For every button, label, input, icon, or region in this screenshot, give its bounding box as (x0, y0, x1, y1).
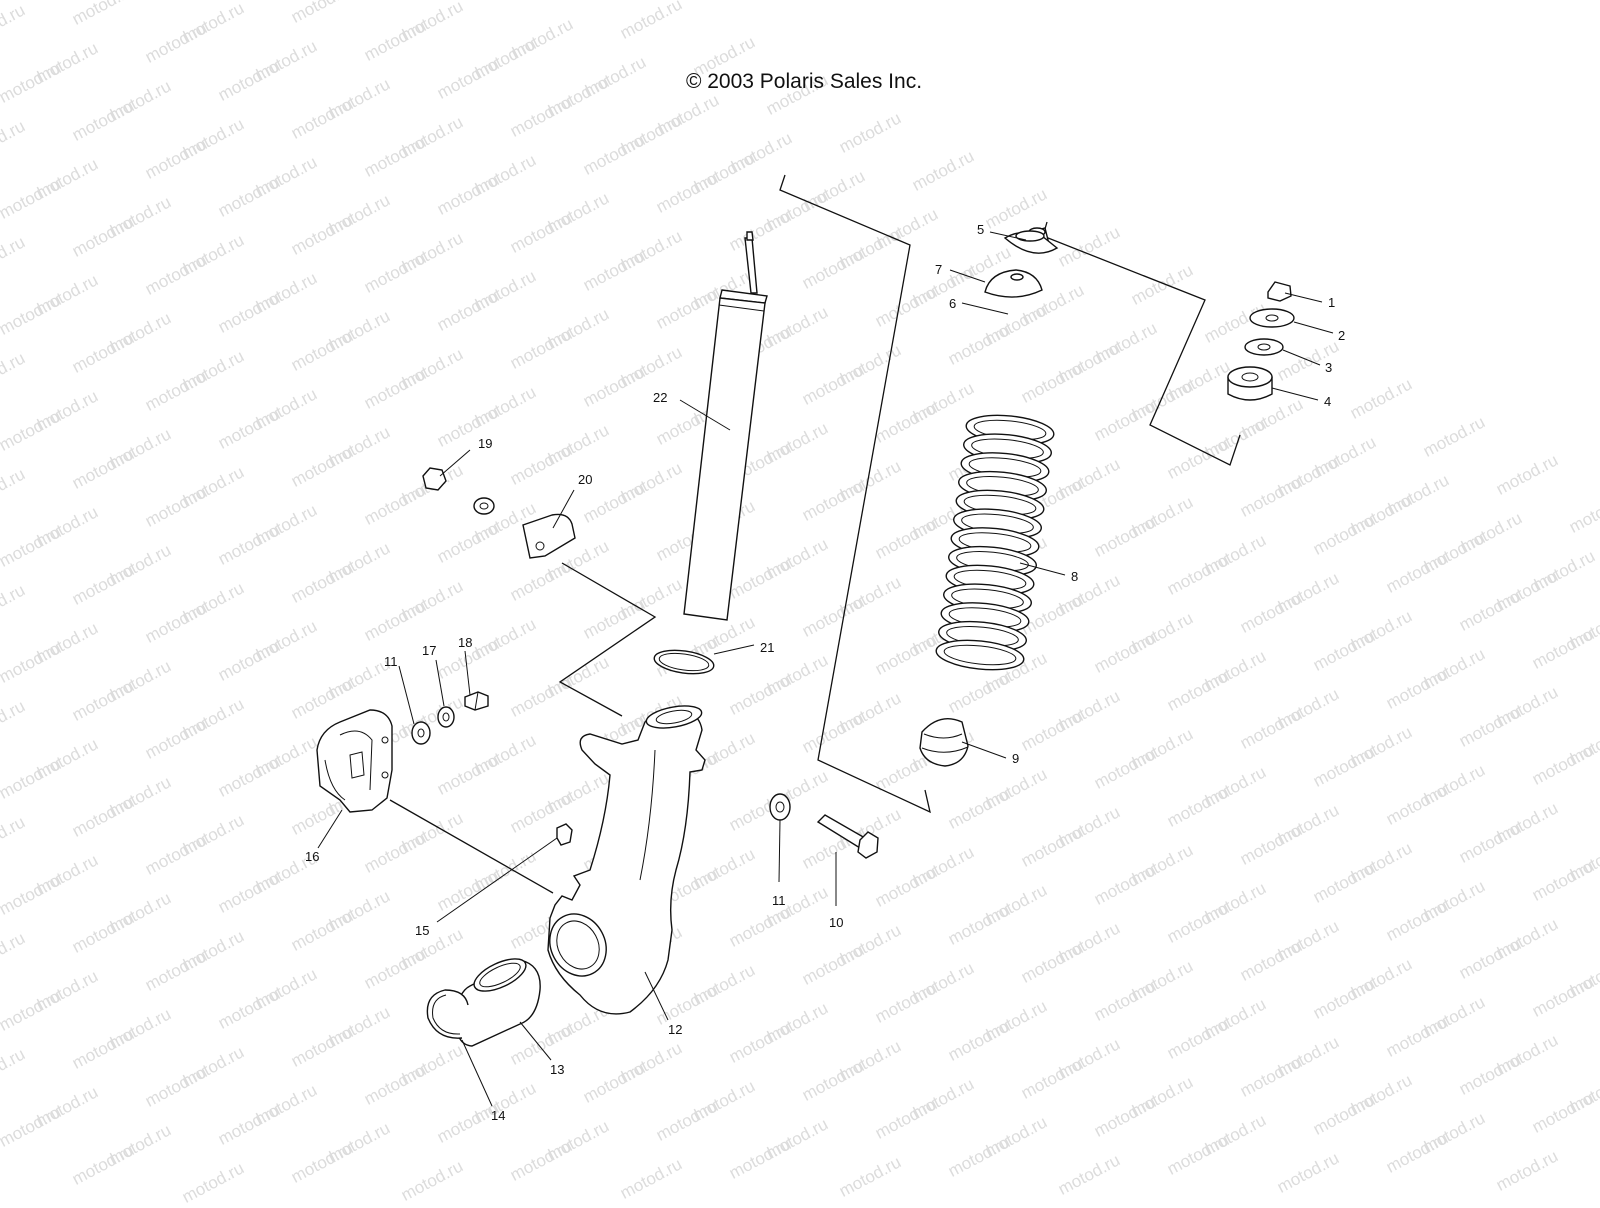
leader-lines (317, 231, 1334, 1107)
part-rubber-bushing (1227, 366, 1273, 401)
part-washer-large (1249, 308, 1295, 328)
part-clamp-bracket (522, 513, 576, 559)
spring-coil (935, 639, 1025, 671)
callout-9: 9 (1012, 751, 1019, 766)
part-washer-lower (769, 793, 791, 821)
callout-18: 18 (458, 635, 472, 650)
part-grease-fitting (556, 823, 573, 846)
callout-5: 5 (977, 222, 984, 237)
part-caliper-bolt (464, 691, 489, 711)
part-upper-cup (1003, 230, 1059, 254)
part-washer-small (1244, 338, 1284, 356)
callout-2: 2 (1338, 328, 1345, 343)
callout-labels: 1 2 3 4 5 6 7 8 9 10 11 11 12 13 14 15 1… (305, 222, 1345, 1123)
part-lower-cup (984, 269, 1043, 298)
part-shock-absorber (683, 231, 768, 621)
callout-15: 15 (415, 923, 429, 938)
part-lock-washer (437, 706, 455, 728)
copyright-text: © 2003 Polaris Sales Inc. (685, 70, 923, 93)
callout-8: 8 (1071, 569, 1078, 584)
part-wheel-bearing (455, 958, 541, 1047)
callout-1: 1 (1328, 295, 1335, 310)
callout-7: 7 (935, 262, 942, 277)
part-mounting-bolt (816, 814, 879, 859)
part-snap-ring (426, 989, 469, 1039)
callout-4: 4 (1324, 394, 1331, 409)
part-steering-knuckle (547, 705, 706, 1015)
part-brake-caliper (316, 709, 393, 813)
part-coil-spring (935, 414, 1055, 671)
callout-10: 10 (829, 915, 843, 930)
callout-19: 19 (478, 436, 492, 451)
callout-14: 14 (491, 1108, 505, 1123)
part-clamp-nut (422, 467, 495, 515)
callout-16: 16 (305, 849, 319, 864)
part-washer-caliper (411, 721, 431, 745)
part-seal-ring (653, 649, 715, 675)
callout-22: 22 (653, 390, 667, 405)
assembly-bracket-lines (389, 174, 1241, 894)
callout-11-lower: 11 (772, 893, 786, 908)
callout-20: 20 (578, 472, 592, 487)
callout-13: 13 (550, 1062, 564, 1077)
callout-11-upper: 11 (384, 654, 398, 669)
callout-6: 6 (949, 296, 956, 311)
spring-coil-inner (943, 644, 1017, 666)
callout-12: 12 (668, 1022, 682, 1037)
part-top-nut (1267, 281, 1292, 302)
callout-3: 3 (1325, 360, 1332, 375)
callout-17: 17 (422, 643, 436, 658)
callout-21: 21 (760, 640, 774, 655)
part-bump-stop (919, 718, 969, 767)
